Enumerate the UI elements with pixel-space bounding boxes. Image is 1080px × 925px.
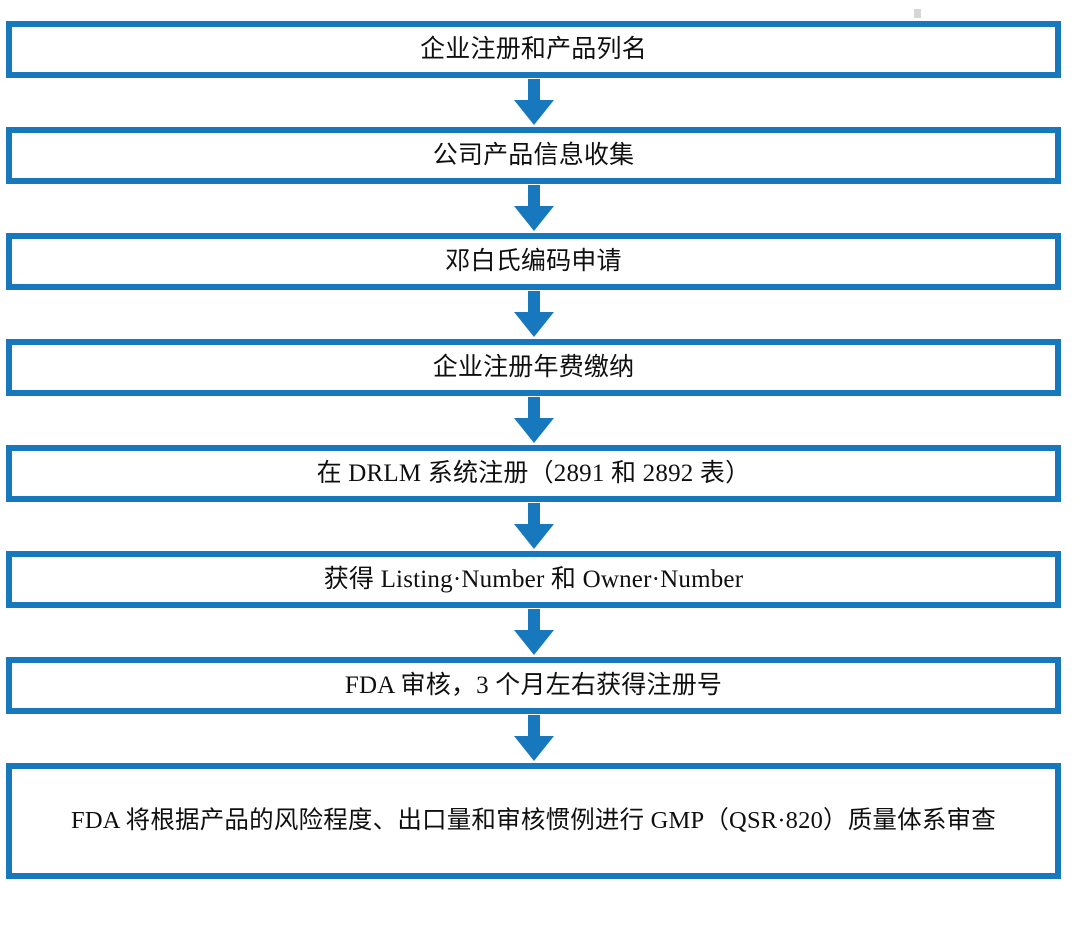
flow-connector-3 — [6, 290, 1061, 339]
flow-node-label: FDA 审核，3 个月左右获得注册号 — [344, 671, 723, 699]
flow-connector-2 — [6, 184, 1061, 233]
arrow-down-icon — [513, 397, 554, 443]
flow-node-label: 公司产品信息收集 — [432, 141, 635, 169]
flow-node-step-2[interactable]: 公司产品信息收集 — [6, 127, 1061, 184]
flow-node-label: 获得 Listing·Number 和 Owner·Number — [323, 565, 744, 593]
flow-node-step-4[interactable]: 企业注册年费缴纳 — [6, 339, 1061, 396]
flow-node-label: 在 DRLM 系统注册（2891 和 2892 表） — [316, 459, 751, 487]
flow-node-label: FDA 将根据产品的风险程度、出口量和审核惯例进行 GMP（QSR·820）质量… — [71, 807, 996, 834]
flow-node-label: 企业注册年费缴纳 — [432, 353, 635, 381]
flow-node-label: 邓白氏编码申请 — [445, 247, 622, 275]
flow-node-step-3[interactable]: 邓白氏编码申请 — [6, 233, 1061, 290]
flow-node-step-1[interactable]: 企业注册和产品列名 — [6, 21, 1061, 78]
arrow-down-icon — [513, 79, 554, 125]
flow-node-step-5[interactable]: 在 DRLM 系统注册（2891 和 2892 表） — [6, 445, 1061, 502]
arrow-down-icon — [513, 609, 554, 655]
arrow-down-icon — [513, 291, 554, 337]
flow-connector-6 — [6, 608, 1061, 657]
flow-node-step-7[interactable]: FDA 审核，3 个月左右获得注册号 — [6, 657, 1061, 714]
arrow-down-icon — [513, 715, 554, 761]
flow-connector-1 — [6, 78, 1061, 127]
arrow-down-icon — [513, 185, 554, 231]
arrow-down-icon — [513, 503, 554, 549]
flow-node-step-8[interactable]: FDA 将根据产品的风险程度、出口量和审核惯例进行 GMP（QSR·820）质量… — [6, 763, 1061, 879]
flow-connector-4 — [6, 396, 1061, 445]
flow-connector-7 — [6, 714, 1061, 763]
flow-connector-5 — [6, 502, 1061, 551]
flowchart-node-chain: 企业注册和产品列名 公司产品信息收集 邓白氏编码申请 企业注册年费缴纳 — [6, 21, 1061, 879]
flow-node-label: 企业注册和产品列名 — [420, 35, 647, 63]
scan-artifact-speck — [914, 9, 921, 18]
flow-node-step-6[interactable]: 获得 Listing·Number 和 Owner·Number — [6, 551, 1061, 608]
